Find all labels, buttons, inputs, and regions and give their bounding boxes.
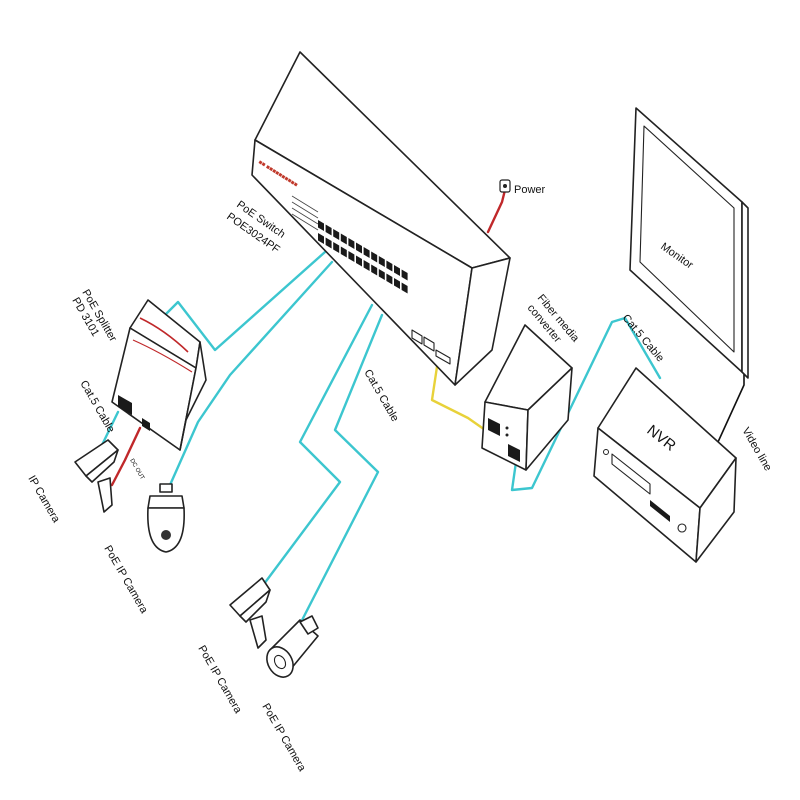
cat5-cable-label-left: Cat.5 Cable [77,379,116,435]
cat5-cable-label-mid: Cat.5 Cable [361,368,400,424]
splitter-lan-port [118,395,132,415]
poe-bullet-camera [266,615,319,678]
switch-port [394,278,400,289]
switch-port [356,242,362,254]
splitter-side [179,341,207,451]
converter-led-2 [505,433,509,437]
ip-camera-mount [97,477,113,513]
cable-switch-to-dome-camera [168,260,334,487]
switch-port [325,237,332,249]
cable-splitter-to-ip-camera [100,410,120,447]
bullet-camera-bracket [299,615,319,635]
bullet-camera-lens [273,654,287,670]
switch-port [363,260,370,271]
splitter-dc-port [142,418,150,431]
switch-uplink-port-1 [411,329,423,345]
switch-port [340,233,347,245]
power-label: Power [514,184,546,196]
switch-port [333,242,340,253]
converter-led-1 [505,426,509,430]
splitter-red-stripe-2 [132,339,193,373]
cable-converter-to-nvr [510,316,662,492]
dome-camera-lens [161,530,171,540]
switch-port [318,220,324,231]
nvr-vent [650,500,670,522]
switch-port [386,260,393,272]
switch-port [371,251,378,263]
nvr-side [695,457,737,563]
switch-port [378,256,385,267]
ip-camera-underside [85,449,119,483]
monitor-screen [639,125,735,353]
poe-ip-camera-label-2: PoE IP Camera [195,644,244,717]
switch-port [401,282,408,294]
cable-power-switch [486,188,507,234]
fiber-media-converter [481,324,573,471]
nvr-power-button [677,523,687,533]
nvr-drive-bay [611,453,651,495]
dome-camera-collar [147,495,185,509]
switch-port [340,246,347,258]
switch-port [394,265,400,276]
poe-ip-camera-label-1: PoE IP Camera [101,544,150,617]
ip-camera [74,439,119,513]
nvr-indicator [603,449,609,455]
poe-switch: ■■ ■■■■■■■■■■ [251,51,511,386]
poe-box-camera [229,577,271,649]
cable-switch-to-bullet-camera [296,313,384,630]
poe-ip-camera-label-3: PoE IP Camera [259,702,308,775]
switch-port [386,273,393,285]
switch-port [333,229,340,240]
monitor-edge [741,201,749,379]
converter-front [481,401,529,471]
switch-side-face [454,257,511,386]
cable-switch-to-splitter [158,250,327,352]
cable-dc-out [110,426,142,487]
power-plug-icon [499,179,511,193]
switch-port-block [318,220,408,294]
box-camera-mount [249,615,267,649]
poe-ptz-dome-camera [147,483,185,553]
cable-fiber-switch-to-converter [430,358,490,434]
video-line-label: Video line [739,426,773,474]
switch-port [348,238,355,249]
splitter-red-stripe [139,317,189,353]
switch-port [356,255,362,267]
switch-port [363,247,370,258]
switch-port [378,269,385,280]
switch-vents [291,195,319,231]
dc-out-label: DC OUT [128,458,145,481]
converter-fiber-port [488,418,500,436]
switch-port [401,269,408,281]
monitor [629,107,749,379]
switch-port [348,251,355,262]
switch-sfp-slot [435,349,451,365]
ip-camera-label: IP Camera [25,474,62,526]
box-camera-underside [239,589,271,623]
switch-port [371,264,378,276]
converter-lan-port [508,444,520,462]
dome-camera-mount [159,483,173,493]
switch-port [318,233,324,244]
converter-side [525,367,573,471]
switch-port [325,224,332,236]
cable-switch-to-box-camera [256,303,374,594]
switch-uplink-port-2 [423,336,435,352]
cat5-cable-label-right: Cat.5 Cable [620,312,667,364]
nvr [593,367,737,563]
poe-splitter [111,299,207,451]
